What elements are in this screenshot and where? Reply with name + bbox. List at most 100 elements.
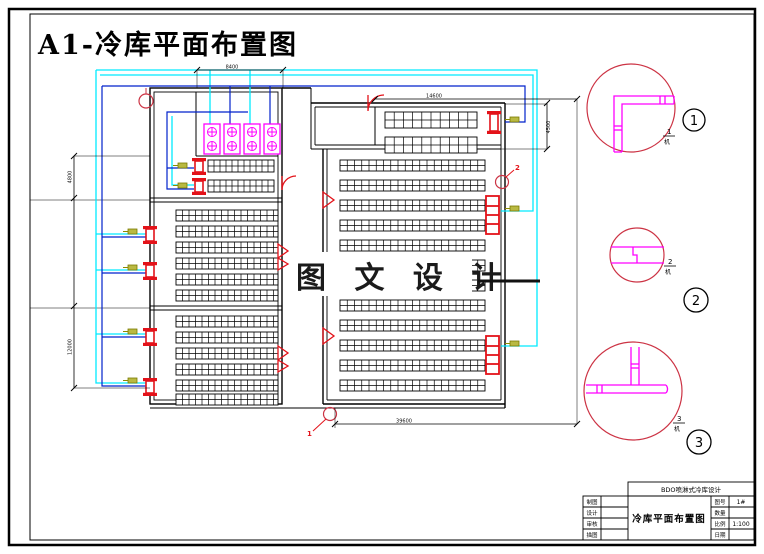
valve-icon bbox=[173, 162, 188, 169]
dim-machine-room: 8400 bbox=[226, 65, 239, 71]
door-icon bbox=[322, 190, 336, 210]
detail3-callout-ref: 机 bbox=[674, 425, 680, 433]
pipe-valves bbox=[123, 116, 520, 384]
shelf-row bbox=[175, 315, 279, 328]
shelf-row bbox=[207, 159, 275, 173]
shelf-row bbox=[175, 225, 279, 238]
dim-cold-room: 14600 bbox=[426, 94, 442, 100]
evaporator-icon bbox=[143, 378, 157, 396]
tb-right-label-2: 数量 bbox=[714, 509, 726, 517]
title-block: BDO喷淋式冷库设计 冷库平面布置图 制图 设计 审核 描图 图号 数量 比例 … bbox=[582, 481, 755, 541]
watermark: 图 文 设 计 bbox=[290, 252, 540, 296]
shelf-row bbox=[339, 239, 486, 252]
compressor-unit-icon bbox=[203, 123, 221, 155]
shelf-row bbox=[339, 199, 486, 212]
shelf-row bbox=[207, 179, 275, 193]
evaporator-symbols bbox=[143, 111, 501, 396]
floor-detail-circle bbox=[322, 406, 338, 422]
door-icon bbox=[367, 94, 385, 112]
detail2-callout-number: 2 bbox=[668, 258, 672, 266]
valve-icon bbox=[123, 377, 138, 384]
drawing-frame bbox=[7, 7, 757, 547]
detail2-callout-ref: 机 bbox=[665, 268, 671, 276]
valve-icon bbox=[505, 205, 520, 212]
watermark-text: 图 文 设 计 bbox=[296, 261, 510, 296]
dimension-texts: 8400 14600 39600 4500 4800 12000 bbox=[68, 65, 553, 425]
dim-building-length: 39600 bbox=[396, 419, 412, 425]
shelf-row bbox=[384, 111, 478, 129]
door-icon bbox=[277, 242, 290, 272]
tb-left-label-3: 审核 bbox=[586, 520, 598, 528]
detail1-number-circle bbox=[682, 108, 706, 132]
tb-drawing-number: 1# bbox=[737, 499, 746, 506]
shelf-row bbox=[175, 241, 279, 254]
axis-bubble bbox=[138, 93, 154, 109]
wall-detail-label: 2 bbox=[515, 164, 520, 172]
shelf-row bbox=[339, 159, 486, 172]
dimension-annotations bbox=[70, 66, 581, 428]
shelf-row bbox=[175, 273, 279, 286]
detail1-number: 1 bbox=[690, 114, 698, 129]
compressor-unit-icon bbox=[223, 123, 241, 155]
door-symbols bbox=[277, 94, 385, 374]
tb-right-label-3: 比例 bbox=[714, 520, 726, 528]
detail-view-3: 3 机 3 bbox=[583, 341, 712, 455]
shelf-row bbox=[384, 136, 478, 154]
shelf-row bbox=[339, 359, 486, 372]
detail2-number: 2 bbox=[692, 294, 700, 309]
dim-left-upper: 4800 bbox=[68, 171, 74, 184]
evaporator-icon bbox=[192, 178, 206, 195]
evaporator-icon bbox=[143, 262, 157, 280]
tb-left-label-2: 设计 bbox=[586, 509, 598, 517]
valve-icon bbox=[123, 328, 138, 335]
wall-detail-circle bbox=[494, 174, 510, 190]
dim-left-lower: 12000 bbox=[68, 339, 74, 355]
compressor-unit-icon bbox=[263, 123, 281, 155]
detail3-number: 3 bbox=[695, 436, 703, 451]
detail1-callout-ref: 机 bbox=[664, 138, 670, 146]
detail3-number-circle bbox=[686, 429, 712, 455]
door-icon bbox=[322, 326, 336, 346]
shelf-row bbox=[175, 363, 279, 376]
shelf-row bbox=[339, 319, 486, 332]
shelf-row bbox=[339, 179, 486, 192]
valve-icon bbox=[123, 228, 138, 235]
valve-icon bbox=[505, 116, 520, 123]
shelf-row bbox=[175, 379, 279, 392]
detail2-number-circle bbox=[683, 287, 709, 313]
coupling-pipe-icon bbox=[611, 246, 664, 264]
title-block-project: BDO喷淋式冷库设计 bbox=[661, 485, 722, 494]
valve-icon bbox=[505, 340, 520, 347]
shelf-row bbox=[175, 331, 279, 344]
evaporator-icon bbox=[143, 328, 157, 346]
tb-left-label-1: 制图 bbox=[586, 498, 598, 506]
shelf-row bbox=[175, 347, 279, 360]
door-icon bbox=[281, 175, 297, 191]
tb-right-label-4: 日期 bbox=[714, 532, 726, 539]
tb-left-label-4: 描图 bbox=[586, 531, 598, 539]
compressor-unit-icon bbox=[243, 123, 261, 155]
title-block-drawing-name: 冷库平面布置图 bbox=[632, 513, 706, 525]
valve-icon bbox=[173, 182, 188, 189]
detail1-callout-number: 1 bbox=[667, 128, 671, 136]
detail-view-1: 1 机 1 bbox=[586, 63, 706, 153]
door-icon bbox=[277, 344, 290, 374]
tb-right-label-1: 图号 bbox=[714, 498, 726, 506]
shelf-row bbox=[339, 339, 486, 352]
shelf-row bbox=[339, 219, 486, 232]
plan-detail-markers: 1 2 bbox=[138, 88, 520, 438]
shelf-row bbox=[339, 299, 486, 312]
shelf-row bbox=[175, 289, 279, 302]
evaporator-icon bbox=[192, 158, 206, 175]
detail-view-2: 2 机 2 bbox=[609, 227, 709, 313]
compressor-units bbox=[203, 123, 281, 155]
tb-scale: 1:100 bbox=[732, 521, 749, 528]
detail3-callout-number: 3 bbox=[677, 415, 681, 423]
valve-icon bbox=[123, 264, 138, 271]
shelf-row bbox=[339, 379, 486, 392]
dim-anteroom: 4500 bbox=[546, 121, 552, 134]
floor-detail-label: 1 bbox=[307, 430, 312, 438]
evaporator-icon bbox=[143, 226, 157, 244]
